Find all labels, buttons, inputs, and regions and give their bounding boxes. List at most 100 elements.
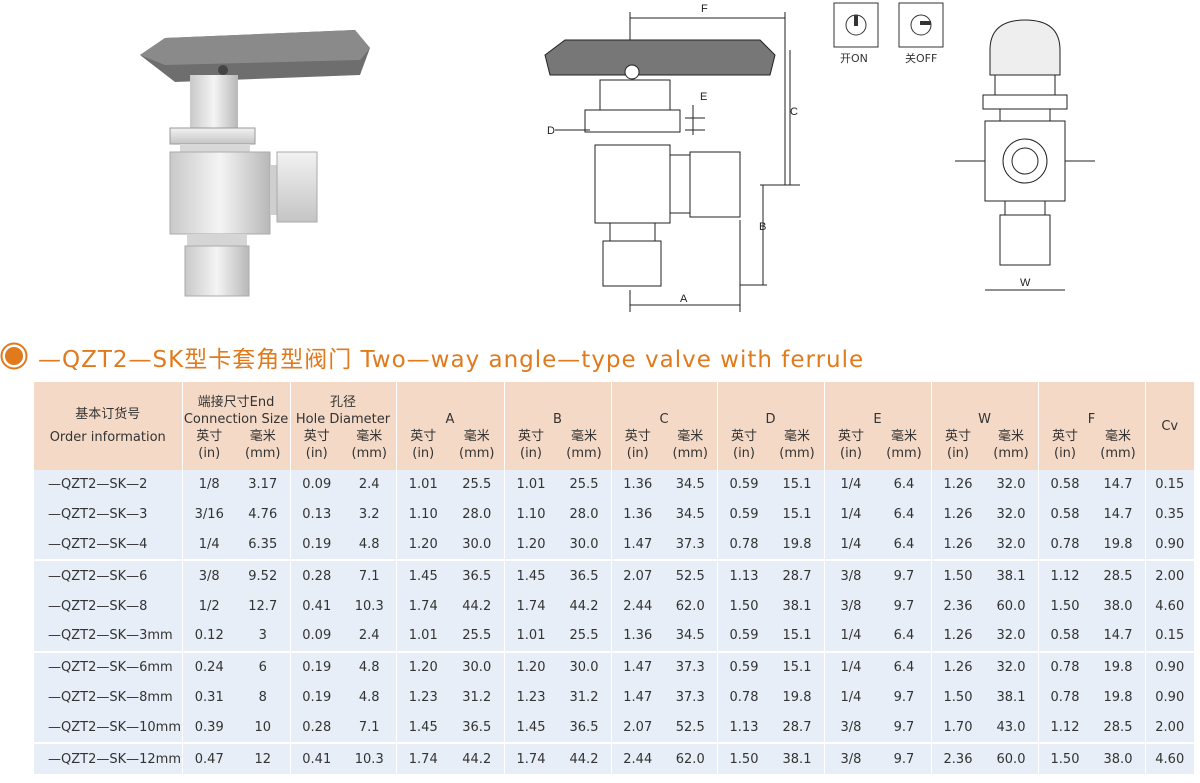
value-in: 1.50 xyxy=(1050,598,1080,614)
value-mm: 32.0 xyxy=(996,628,1026,644)
value-mm: 9.7 xyxy=(893,719,915,735)
value-in: 0.28 xyxy=(302,568,332,584)
dim-header-e: E xyxy=(823,382,931,428)
unit-mm-label: 毫米(mm) xyxy=(993,429,1029,461)
value-in: 0.19 xyxy=(302,536,332,552)
value-in: 1.26 xyxy=(943,507,973,523)
value-in: 3/8 xyxy=(840,719,862,735)
value-mm: 6.35 xyxy=(248,536,278,552)
value-mm: 12.7 xyxy=(248,598,278,614)
value-pair-cell: 1.12 28.5 xyxy=(1037,712,1145,744)
value-in: 2.36 xyxy=(943,751,973,767)
unit-header-cell: 英寸(in)毫米(mm) xyxy=(181,428,290,470)
value-in: 1.36 xyxy=(623,477,653,493)
value-in: 2.07 xyxy=(623,719,653,735)
value-in: 1.13 xyxy=(729,719,759,735)
cv-cell: 4.60 xyxy=(1144,591,1194,621)
value-in: 1/4 xyxy=(198,536,220,552)
value-in: 1.26 xyxy=(943,477,973,493)
off-label: 关OFF xyxy=(905,52,938,65)
value-mm: 25.5 xyxy=(462,628,492,644)
value-mm: 9.7 xyxy=(893,689,915,705)
value-mm: 25.5 xyxy=(569,628,599,644)
value-mm: 28.7 xyxy=(782,568,812,584)
value-in: 0.41 xyxy=(302,751,332,767)
value-in: 1.10 xyxy=(516,507,546,523)
value-mm: 14.7 xyxy=(1103,477,1133,493)
value-in: 0.58 xyxy=(1050,628,1080,644)
value-mm: 36.5 xyxy=(462,719,492,735)
unit-in-label: 英寸(in) xyxy=(944,429,971,461)
cv-header: Cv xyxy=(1144,382,1194,470)
dim-label-w: W xyxy=(1020,277,1031,289)
on-label: 开ON xyxy=(840,52,868,65)
value-mm: 30.0 xyxy=(462,660,492,676)
value-in: 0.78 xyxy=(1050,536,1080,552)
value-in: 1.01 xyxy=(408,477,438,493)
value-in: 1.13 xyxy=(729,568,759,584)
value-mm: 19.8 xyxy=(1103,660,1133,676)
value-in: 1.74 xyxy=(408,751,438,767)
value-in: 0.09 xyxy=(302,477,332,493)
value-mm: 52.5 xyxy=(675,568,705,584)
value-mm: 36.5 xyxy=(462,568,492,584)
value-in: 1.12 xyxy=(1050,719,1080,735)
value-mm: 31.2 xyxy=(462,689,492,705)
unit-in-label: 英寸(in) xyxy=(837,429,864,461)
unit-mm-label: 毫米(mm) xyxy=(566,429,602,461)
value-mm: 6.4 xyxy=(893,628,915,644)
value-mm: 28.5 xyxy=(1103,719,1133,735)
spec-table: 基本订货号 Order information 端接尺寸End Connecti… xyxy=(34,382,1194,774)
value-mm: 32.0 xyxy=(996,536,1026,552)
value-mm: 30.0 xyxy=(569,536,599,552)
unit-header-cell: 英寸(in)毫米(mm) xyxy=(395,428,504,470)
unit-in-label: 英寸(in) xyxy=(1051,429,1078,461)
dim-label-f: F xyxy=(701,3,708,15)
value-mm: 9.52 xyxy=(248,568,278,584)
value-mm: 15.1 xyxy=(782,628,812,644)
value-in: 1.50 xyxy=(729,751,759,767)
order-header-cn: 基本订货号 xyxy=(75,407,141,422)
dim-label-c: C xyxy=(790,106,798,118)
unit-header-row: 英寸(in)毫米(mm)英寸(in)毫米(mm)英寸(in)毫米(mm)英寸(i… xyxy=(34,428,1194,470)
value-in: 1.74 xyxy=(408,598,438,614)
value-mm: 62.0 xyxy=(675,751,705,767)
unit-header-cell: 英寸(in)毫米(mm) xyxy=(823,428,931,470)
value-mm: 9.7 xyxy=(893,598,915,614)
dim-header-w: W xyxy=(930,382,1038,428)
unit-header-cell: 英寸(in)毫米(mm) xyxy=(610,428,717,470)
value-in: 1.12 xyxy=(1050,568,1080,584)
value-in: 1/4 xyxy=(840,689,862,705)
value-mm: 36.5 xyxy=(569,568,599,584)
cv-cell: 2.00 xyxy=(1144,712,1194,744)
value-mm: 60.0 xyxy=(996,598,1026,614)
value-pair-cell: 1/4 9.7 xyxy=(823,682,931,713)
value-in: 0.28 xyxy=(302,719,332,735)
